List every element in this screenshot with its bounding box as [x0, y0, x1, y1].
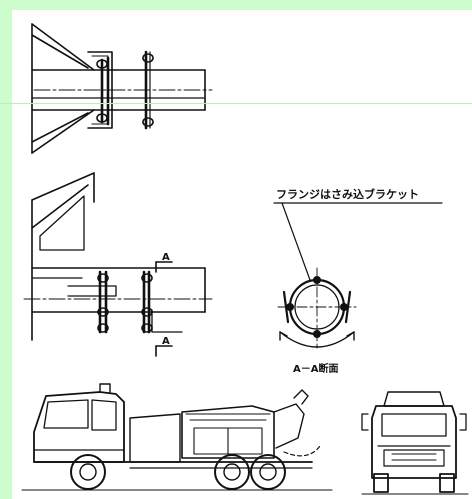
truck-front-view	[361, 391, 469, 495]
section-title-label: A－A断面	[293, 362, 338, 375]
top-view-pipe-assembly	[31, 23, 213, 154]
technical-drawing: フランジはさみ込ブラケット A－A断面 A A	[21, 23, 469, 495]
side-view-bracket	[23, 172, 213, 357]
section-mark-bottom: A	[162, 336, 170, 347]
truck-side-view	[21, 383, 333, 491]
divider-line	[0, 103, 472, 104]
section-mark-top: A	[162, 252, 170, 263]
section-a-a	[273, 202, 443, 349]
bracket-callout-label: フランジはさみ込ブラケット	[276, 187, 419, 201]
drawing-canvas: フランジはさみ込ブラケット A－A断面 A A	[12, 10, 472, 499]
